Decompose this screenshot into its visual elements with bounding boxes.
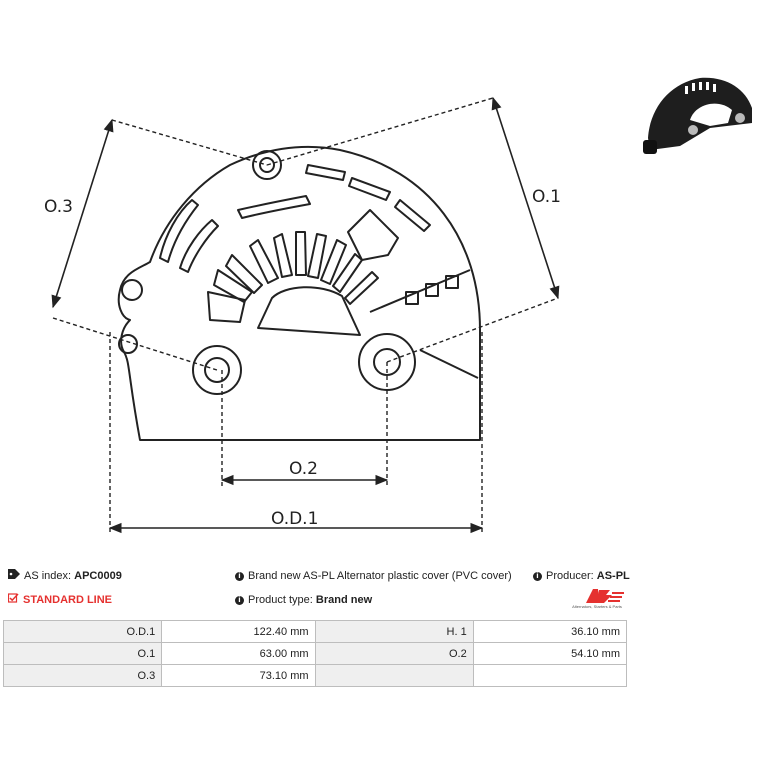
description: i Brand new AS-PL Alternator plastic cove… (235, 569, 512, 583)
info-icon: i (533, 571, 542, 581)
standard-line: STANDARD LINE (7, 593, 113, 607)
logo-mark (586, 589, 624, 603)
as-index: AS index: APC0009 (8, 569, 122, 583)
product-type-label: Product type: (248, 594, 313, 606)
description-text: Brand new AS-PL Alternator plastic cover… (248, 570, 512, 582)
tag-icon (8, 569, 20, 583)
as-index-label: AS index: (24, 570, 72, 582)
spec-key: O.3 (2, 664, 163, 687)
label-o1: O.1 (532, 187, 561, 207)
producer-label: Producer: (546, 570, 594, 582)
as-pl-logo: Alternators, Starters & Parts (566, 588, 628, 612)
producer-value: AS-PL (596, 570, 630, 582)
spec-key: O.1 (2, 642, 163, 665)
spec-value: 63.00 mm (161, 642, 316, 665)
cover-outline (117, 145, 481, 441)
spec-key: O.D.1 (2, 620, 163, 643)
info-icon: i (235, 571, 244, 581)
dimension-lines (51, 96, 560, 534)
product-type: i Product type: Brand new (235, 593, 372, 607)
extension-lines (52, 97, 559, 535)
product-type-value: Brand new (315, 594, 373, 606)
label-od1: O.D.1 (271, 509, 318, 529)
check-icon (7, 593, 19, 607)
spec-value: 73.10 mm (161, 664, 316, 687)
spec-value: 54.10 mm (472, 642, 628, 665)
spec-value: 122.40 mm (161, 620, 316, 643)
label-o3: O.3 (44, 197, 73, 217)
logo-subtitle: Alternators, Starters & Parts (572, 604, 622, 609)
as-index-value: APC0009 (74, 570, 122, 582)
spec-key (314, 664, 474, 687)
spec-key: H. 1 (314, 620, 474, 643)
info-icon: i (235, 595, 244, 605)
spec-value (472, 664, 628, 687)
spec-value: 36.10 mm (472, 620, 628, 643)
technical-drawing: O.3 O.1 O.2 O.D.1 (44, 96, 561, 535)
producer: i Producer: AS-PL (533, 569, 630, 583)
standard-line-label: STANDARD LINE (23, 594, 113, 606)
label-o2: O.2 (289, 459, 318, 479)
spec-key: O.2 (314, 642, 474, 665)
product-thumbnail[interactable] (640, 68, 758, 168)
